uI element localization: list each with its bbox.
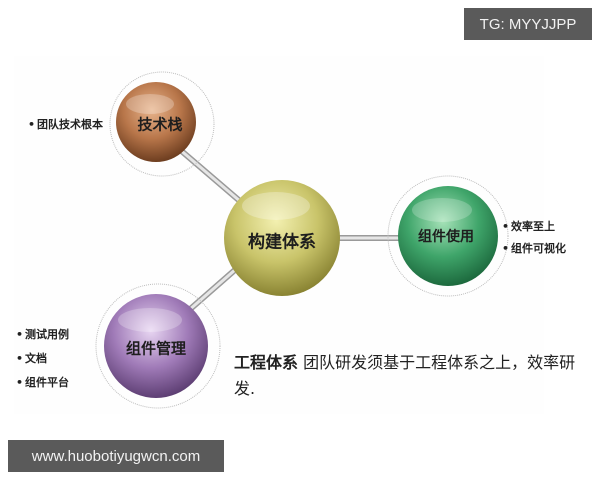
bullet-item: 效率至上 [502,216,566,238]
bullet-item: 团队技术根本 [28,114,103,136]
center-label: 构建体系 [248,232,316,253]
watermark-top: TG: MYYJJPP [464,8,592,40]
bullets-tech-stack: 团队技术根本 [28,114,103,136]
bullets-component-management: 测试用例 文档 组件平台 [16,323,69,395]
sphere-tech-stack [116,82,196,162]
ring-tech-stack [109,71,215,177]
bullet-item: 组件可视化 [502,238,566,260]
sphere-component-usage [398,186,498,286]
bullet-item: 组件平台 [16,371,69,395]
watermark-bottom: www.huobotiyugwcn.com [8,440,224,472]
bullet-item: 文档 [16,347,69,371]
sphere-center [224,180,340,296]
node-label-component-usage: 组件使用 [418,229,474,245]
bullet-item: 测试用例 [16,323,69,347]
node-label-component-management: 组件管理 [125,339,187,358]
sphere-component-management [104,294,208,398]
ring-component-management [95,283,221,409]
description: 工程体系 团队研发须基于工程体系之上，效率研发. [234,350,594,402]
description-bold: 工程体系 [234,353,299,372]
description-text: 团队研发须基于工程体系之上，效率研发. [234,353,576,398]
bullets-component-usage: 效率至上 组件可视化 [502,216,566,260]
node-label-tech-stack: 技术栈 [137,115,183,134]
